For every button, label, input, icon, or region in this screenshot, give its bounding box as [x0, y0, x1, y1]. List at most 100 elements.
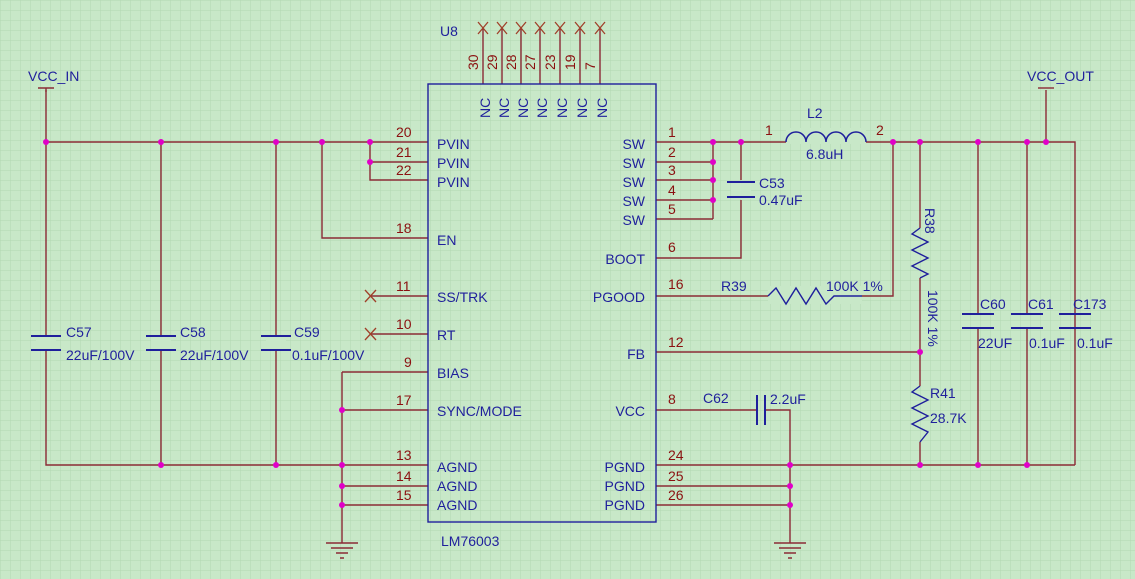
pin-number: 10	[396, 316, 412, 332]
pin-number: 26	[668, 487, 684, 503]
resistor-value: 100K 1%	[826, 278, 883, 294]
pin-number: 14	[396, 468, 412, 484]
pin-name: BIAS	[437, 365, 469, 381]
pin-number: 17	[396, 392, 412, 408]
cap-value: 0.1uF	[1029, 335, 1065, 351]
pin-name: PGND	[605, 478, 645, 494]
capacitor-c57[interactable]: C57 22uF/100V	[31, 324, 135, 363]
cap-ref: C173	[1073, 296, 1107, 312]
nc-pin-number: 19	[562, 54, 578, 70]
capacitor-c60[interactable]: C60 22UF	[962, 296, 1012, 351]
nc-pin-name: NC	[515, 98, 531, 118]
pin-name: PGND	[605, 497, 645, 513]
nc-pin-number: 27	[522, 54, 538, 70]
pin-number: 3	[668, 162, 676, 178]
resistor-ref: R38	[922, 208, 938, 234]
pin-name: EN	[437, 232, 456, 248]
right-pins: 1 2 3 4 5 6 16 12 8 24 25 26 SW SW SW SW…	[593, 124, 684, 513]
capacitor-c173[interactable]: C173 0.1uF	[1059, 296, 1113, 351]
ic-part: LM76003	[441, 533, 500, 549]
pin-name: SYNC/MODE	[437, 403, 522, 419]
pin-number: 4	[668, 182, 676, 198]
nc-pin-name: NC	[534, 98, 550, 118]
nc-pin-number: 23	[542, 54, 558, 70]
ground-symbol-pgnd	[774, 542, 806, 559]
pin-name: PGOOD	[593, 289, 645, 305]
pin-number: 9	[404, 354, 412, 370]
pin-name: SW	[622, 212, 645, 228]
left-pins: 20 21 22 18 11 10 9 17 13 14 15 PVIN PVI…	[364, 124, 522, 513]
pin-name: FB	[627, 346, 645, 362]
pin-number: 12	[668, 334, 684, 350]
pin-number: 1	[668, 124, 676, 140]
nc-pin-name: NC	[594, 98, 610, 118]
pin-number: 6	[668, 239, 676, 255]
pin-number: 2	[668, 144, 676, 160]
inductor-ref: L2	[807, 105, 823, 121]
ic-refdes: U8	[440, 23, 458, 39]
pin-number: 8	[668, 391, 676, 407]
pin-name: PVIN	[437, 155, 470, 171]
pin-number: 24	[668, 447, 684, 463]
cap-ref: C60	[980, 296, 1006, 312]
inductor-pin1: 1	[765, 122, 773, 138]
inductor-pin2: 2	[876, 122, 884, 138]
pin-name: SW	[622, 136, 645, 152]
nc-pin-name: NC	[496, 98, 512, 118]
capacitor-c62[interactable]: C62 2.2uF	[703, 390, 806, 425]
resistor-ref: R39	[721, 278, 747, 294]
resistor-r39[interactable]: R39 100K 1%	[721, 278, 883, 306]
pin-number: 18	[396, 220, 412, 236]
pin-number: 13	[396, 447, 412, 463]
vcc-out-port[interactable]: VCC_OUT	[1027, 68, 1094, 89]
resistor-value: 100K 1%	[925, 290, 941, 347]
resistor-r41[interactable]: R41 28.7K	[910, 385, 967, 443]
vcc-in-label: VCC_IN	[28, 68, 79, 84]
nc-pins-top: 30 29 28 27 23 19 7 NC NC NC NC NC NC NC	[465, 21, 610, 118]
nc-pin-number: 30	[465, 54, 481, 70]
capacitor-c59[interactable]: C59 0.1uF/100V	[261, 324, 365, 363]
pin-name: AGND	[437, 497, 477, 513]
pin-name: PVIN	[437, 174, 470, 190]
pin-name: AGND	[437, 478, 477, 494]
cap-ref: C59	[294, 324, 320, 340]
capacitor-c61[interactable]: C61 0.1uF	[1011, 296, 1065, 351]
vcc-in-port[interactable]: VCC_IN	[28, 68, 79, 92]
capacitor-c53[interactable]: C53 0.47uF	[727, 175, 803, 208]
pin-number: 11	[396, 278, 411, 294]
no-connect-marks	[364, 289, 377, 341]
pin-name: BOOT	[605, 251, 645, 267]
pin-number: 15	[396, 487, 412, 503]
inductor-l2[interactable]: L2 6.8uH 1 2	[765, 105, 884, 162]
nc-pin-name: NC	[554, 98, 570, 118]
capacitor-c58[interactable]: C58 22uF/100V	[146, 324, 249, 363]
cap-value: 22uF/100V	[180, 347, 249, 363]
cap-ref: C62	[703, 390, 729, 406]
junction-dots	[43, 139, 1049, 508]
pin-name: PVIN	[437, 136, 470, 152]
pin-name: SW	[622, 193, 645, 209]
cap-value: 0.47uF	[759, 192, 803, 208]
cap-ref: C57	[66, 324, 92, 340]
nc-pin-name: NC	[574, 98, 590, 118]
cap-ref: C61	[1028, 296, 1054, 312]
cap-value: 0.1uF/100V	[292, 347, 365, 363]
cap-ref: C58	[180, 324, 206, 340]
wires	[45, 28, 1076, 543]
cap-gaps	[36, 181, 751, 350]
ic-body[interactable]	[427, 83, 657, 523]
cap-value: 2.2uF	[770, 391, 806, 407]
resistor-value: 28.7K	[930, 410, 967, 426]
inductor-value: 6.8uH	[806, 146, 843, 162]
pin-name: RT	[437, 327, 456, 343]
nc-pin-number: 7	[582, 62, 598, 70]
cap-value: 22uF/100V	[66, 347, 135, 363]
cap-value: 0.1uF	[1077, 335, 1113, 351]
pin-name: SS/TRK	[437, 289, 488, 305]
resistor-r38[interactable]: R38 100K 1%	[910, 208, 941, 347]
pin-name: VCC	[615, 403, 645, 419]
cap-value: 22UF	[978, 335, 1012, 351]
pin-number: 21	[396, 144, 412, 160]
